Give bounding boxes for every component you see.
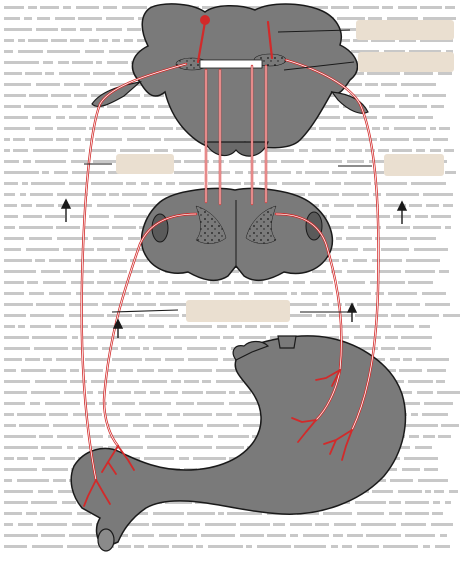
brainstem-lower-lobe xyxy=(205,142,268,156)
duodenum-opening xyxy=(98,529,114,551)
arrow-up-right xyxy=(398,202,406,224)
leader-line-lower-left xyxy=(112,310,178,312)
masked-label-1 xyxy=(356,20,454,40)
brainstem-outline xyxy=(132,4,357,149)
stomach xyxy=(71,336,405,551)
stomach-outline xyxy=(71,336,405,548)
brainstem-section xyxy=(132,4,357,156)
masked-label-3 xyxy=(116,154,174,174)
arrow-up-left xyxy=(62,200,70,222)
masked-label-2 xyxy=(358,52,454,72)
masked-label-4 xyxy=(384,154,444,176)
masked-label-5 xyxy=(186,300,242,322)
masked-label-6 xyxy=(238,300,290,322)
spinal-cord-section xyxy=(142,189,333,281)
esophagus-stub xyxy=(278,336,296,348)
arrow-up-lower-right xyxy=(348,304,356,322)
spinal-cord-outline xyxy=(142,189,333,281)
